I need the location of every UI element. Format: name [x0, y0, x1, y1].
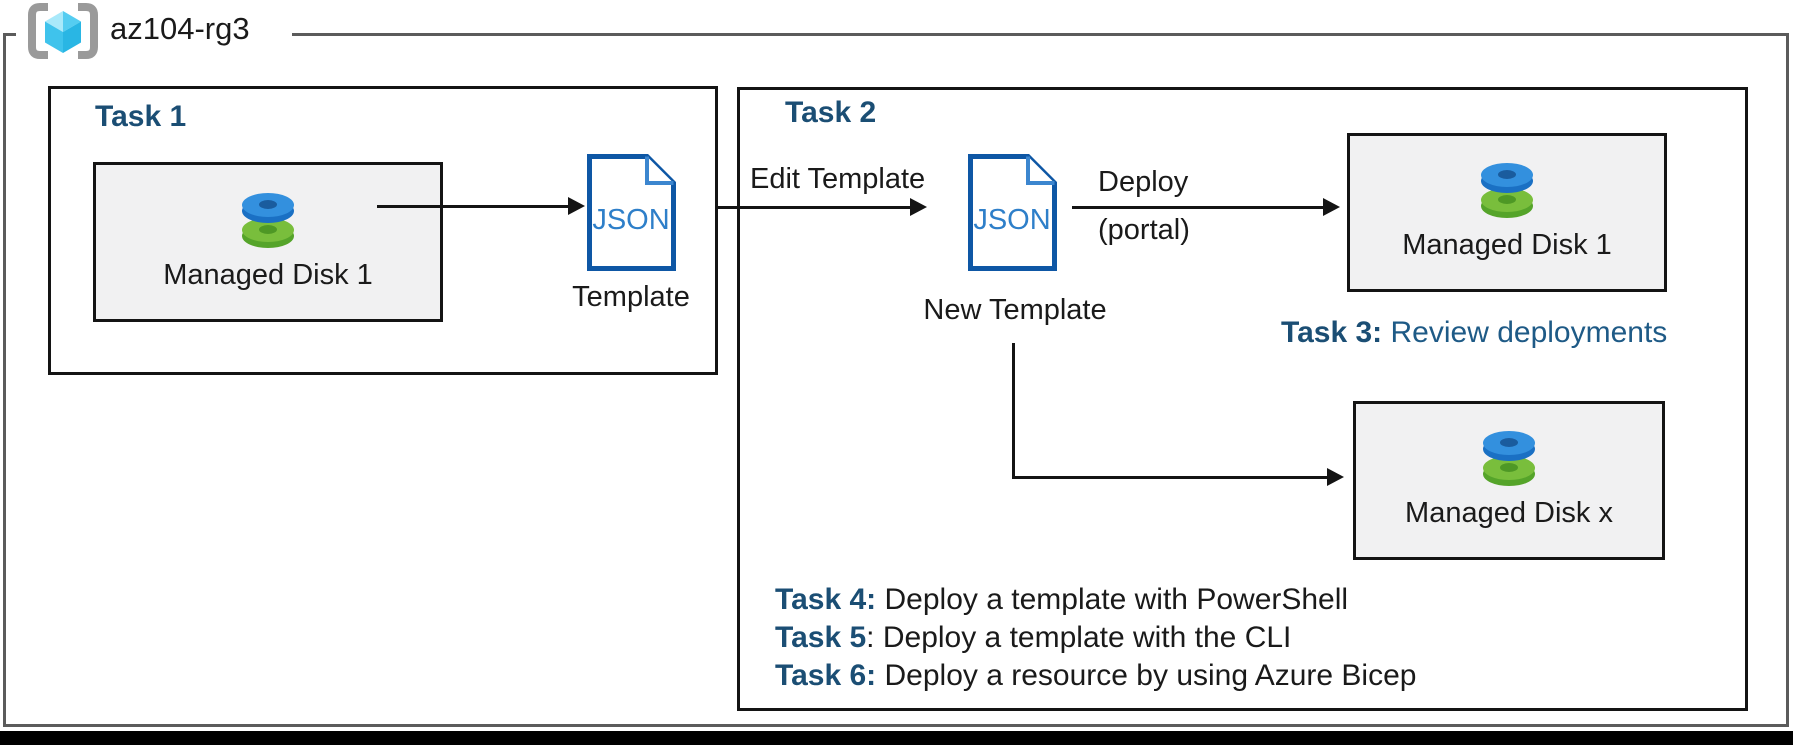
- task6-title: Task 6:: [775, 659, 877, 692]
- arrow-edit-template-head: [910, 198, 927, 216]
- task4-title: Task 4:: [775, 583, 877, 616]
- json-doc-text: JSON: [592, 204, 669, 236]
- task5-title: Task 5: [775, 621, 867, 654]
- managed-disk-x-box: Managed Disk x: [1353, 401, 1665, 560]
- resource-group-icon: [26, 2, 100, 60]
- task6-line: Task 6: Deploy a resource by using Azure…: [775, 657, 1416, 695]
- task3-line: Task 3: Review deployments: [1281, 316, 1667, 350]
- json-document-icon: JSON: [967, 153, 1058, 272]
- deploy-label: Deploy: [1098, 166, 1189, 198]
- managed-disk-1-box: Managed Disk 1: [93, 162, 443, 322]
- resource-group-border-gap: [16, 29, 292, 40]
- task3-title: Task 3:: [1281, 316, 1383, 349]
- managed-disk-icon: [242, 192, 294, 249]
- task4-line: Task 4: Deploy a template with PowerShel…: [775, 581, 1416, 619]
- edit-template-label: Edit Template: [750, 163, 926, 195]
- elbow-arrow-vertical: [1012, 343, 1015, 479]
- json-document-icon: JSON: [586, 153, 677, 272]
- task2-title: Task 2: [785, 96, 877, 129]
- task6-text: Deploy a resource by using Azure Bicep: [876, 659, 1417, 692]
- new-template-caption: New Template: [923, 294, 1107, 326]
- managed-disk-x-label: Managed Disk x: [1405, 497, 1613, 529]
- elbow-arrow-horizontal: [1012, 476, 1328, 479]
- json-doc-text: JSON: [973, 204, 1050, 236]
- deploy-portal-label: (portal): [1098, 214, 1190, 246]
- arrow-edit-template: [718, 206, 911, 209]
- managed-disk-icon: [1483, 431, 1535, 487]
- task4-text: Deploy a template with PowerShell: [876, 583, 1349, 616]
- managed-disk-1-deployed-label: Managed Disk 1: [1402, 229, 1612, 261]
- arrow-deploy-head: [1323, 198, 1340, 216]
- task5-line: Task 5: Deploy a template with the CLI: [775, 619, 1416, 657]
- tasks-list: Task 4: Deploy a template with PowerShel…: [775, 581, 1416, 695]
- resource-group-label: az104-rg3: [110, 11, 250, 46]
- arrow-disk-to-template: [377, 205, 570, 208]
- managed-disk-1-deployed-box: Managed Disk 1: [1347, 133, 1667, 292]
- arrow-deploy: [1072, 206, 1324, 209]
- task5-text: : Deploy a template with the CLI: [866, 621, 1292, 654]
- resource-group-border: [3, 33, 1789, 727]
- template-caption: Template: [572, 281, 690, 313]
- task1-title: Task 1: [95, 100, 187, 133]
- managed-disk-1-label: Managed Disk 1: [163, 258, 373, 291]
- elbow-arrow-head: [1327, 468, 1344, 486]
- managed-disk-icon: [1481, 163, 1533, 219]
- bottom-black-bar: [0, 731, 1793, 745]
- task3-text: Review deployments: [1382, 316, 1668, 349]
- arrow-disk-to-template-head: [568, 197, 585, 215]
